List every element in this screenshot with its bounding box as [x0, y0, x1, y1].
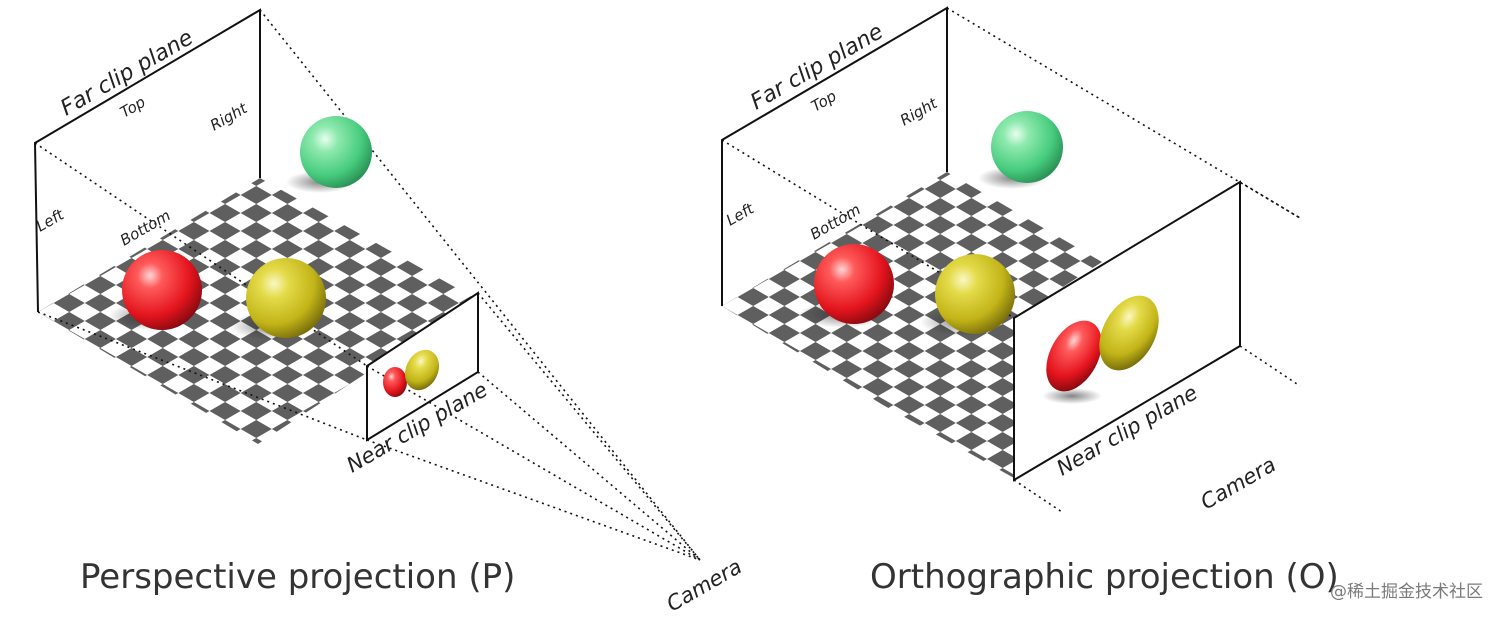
red-sphere — [122, 250, 202, 330]
frustum-line — [366, 439, 701, 561]
yellow-sphere — [935, 254, 1015, 334]
frustum-line — [34, 142, 368, 367]
orthographic-far-clip-frame — [721, 6, 948, 306]
left-label: Left — [723, 199, 758, 230]
yellow-sphere — [246, 258, 326, 338]
frustum-line — [477, 371, 701, 561]
projected-red-sphere — [383, 367, 407, 397]
camera-label: Camera — [663, 554, 746, 616]
orthographic-caption: Orthographic projection (O) — [870, 557, 1339, 597]
watermark: @稀土掘金技术社区 — [1330, 582, 1483, 602]
ortho-parallel-line — [1013, 479, 1063, 513]
right-label: Right — [207, 99, 251, 135]
projected-yellow-sphere — [404, 349, 440, 391]
frustum-line — [37, 311, 368, 441]
ortho-parallel-line — [1239, 181, 1301, 219]
green-sphere — [300, 116, 372, 188]
projected-yellow-sphere — [1099, 295, 1159, 371]
perspective-far-clip-frame — [33, 8, 261, 313]
ortho-parallel-line — [1239, 345, 1301, 387]
right-label: Right — [897, 94, 941, 130]
projected-red-sphere — [1046, 320, 1102, 392]
orthographic-projection: Far clip plane Top Right Left Bottom Nea… — [721, 6, 1339, 597]
green-sphere — [991, 111, 1063, 183]
red-sphere — [814, 244, 894, 324]
frustum-line — [366, 365, 701, 561]
left-label: Left — [33, 205, 68, 236]
frustum-line — [477, 292, 701, 561]
top-label: Top — [808, 87, 840, 116]
perspective-caption: Perspective projection (P) — [80, 557, 515, 597]
top-label: Top — [117, 93, 149, 122]
projected-shadow — [1042, 388, 1102, 404]
perspective-projection: Far clip plane Top Right Left Bottom Nea… — [33, 8, 746, 616]
camera-label: Camera — [1197, 452, 1280, 514]
orthographic-floor — [722, 172, 1102, 478]
